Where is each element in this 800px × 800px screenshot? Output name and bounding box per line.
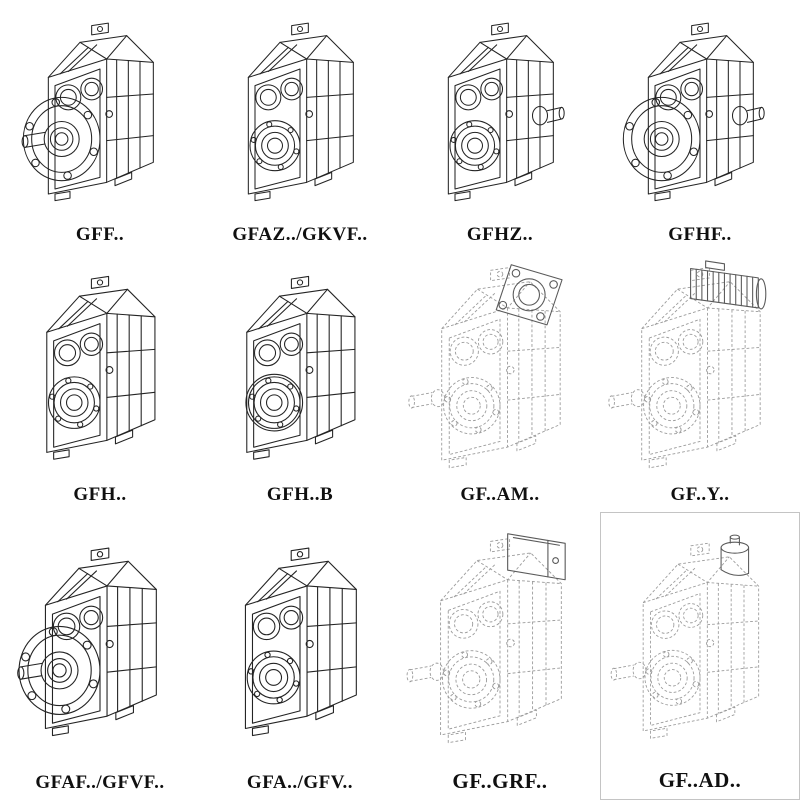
hollow-shaft-gearbox-side-stub-icon — [447, 22, 565, 202]
drawing-area — [202, 516, 398, 772]
model-label: GFAF../GFVF.. — [35, 772, 165, 793]
model-label: GF..AD.. — [658, 768, 742, 792]
drawing-area — [2, 516, 198, 772]
catalog-cell-gfa-gfv: GFA../GFV.. — [200, 512, 400, 800]
model-label: GFAZ../GKVF.. — [232, 224, 368, 245]
model-label: GFA../GFV.. — [246, 772, 354, 793]
catalog-cell-gfaf-gfvf: GFAF../GFVF.. — [0, 512, 200, 800]
drawing-area — [402, 516, 598, 769]
catalog-cell-gfaz-gkvf: GFAZ../GKVF.. — [200, 0, 400, 252]
drawing-area — [402, 4, 598, 224]
catalog-cell-gfhz: GFHZ.. — [400, 0, 600, 252]
catalog-cell-gfhf: GFHF.. — [600, 0, 800, 252]
catalog-cell-gf-ad: GF..AD.. — [600, 512, 800, 800]
catalog-cell-gfh-b: GFH..B — [200, 252, 400, 512]
drawing-area — [603, 517, 797, 768]
gearbox-with-input-shaft-adapter-icon — [610, 534, 760, 739]
model-label: GFF.. — [75, 224, 125, 245]
gearbox-with-motor-icon — [608, 260, 767, 469]
catalog-cell-gfh: GFH.. — [0, 252, 200, 512]
drawing-area — [202, 256, 398, 484]
drawing-area — [602, 256, 798, 484]
model-label: GF..AM.. — [460, 484, 540, 505]
gearbox-with-input-box-icon — [406, 532, 566, 743]
model-label: GFHF.. — [668, 224, 732, 245]
catalog-cell-gf-am: GF..AM.. — [400, 252, 600, 512]
drawing-area — [2, 4, 198, 224]
model-label: GFH..B — [266, 484, 334, 505]
model-label: GFH.. — [73, 484, 127, 505]
drawing-area — [402, 256, 598, 484]
foot-mounted-gearbox-icon — [46, 275, 156, 460]
flange-mounted-gearbox-icon — [17, 547, 157, 737]
drawing-area — [602, 4, 798, 224]
hollow-shaft-gearbox-icon — [247, 22, 354, 202]
hollow-shaft-gearbox-icon — [244, 547, 357, 737]
foot-mounted-gearbox-b-icon — [245, 275, 356, 460]
model-label: GF..Y.. — [670, 484, 730, 505]
catalog-cell-gf-grf: GF..GRF.. — [400, 512, 600, 800]
model-label: GFHZ.. — [466, 224, 534, 245]
drawing-area — [202, 4, 398, 224]
gearbox-with-adapter-flange-icon — [408, 264, 563, 469]
catalog-cell-gf-y: GF..Y.. — [600, 252, 800, 512]
drawing-area — [2, 256, 198, 484]
flange-mounted-gearbox-icon — [21, 22, 154, 202]
flange-gearbox-side-stub-icon — [622, 22, 765, 202]
model-label: GF..GRF.. — [452, 769, 548, 793]
catalog-cell-gff: GFF.. — [0, 0, 200, 252]
